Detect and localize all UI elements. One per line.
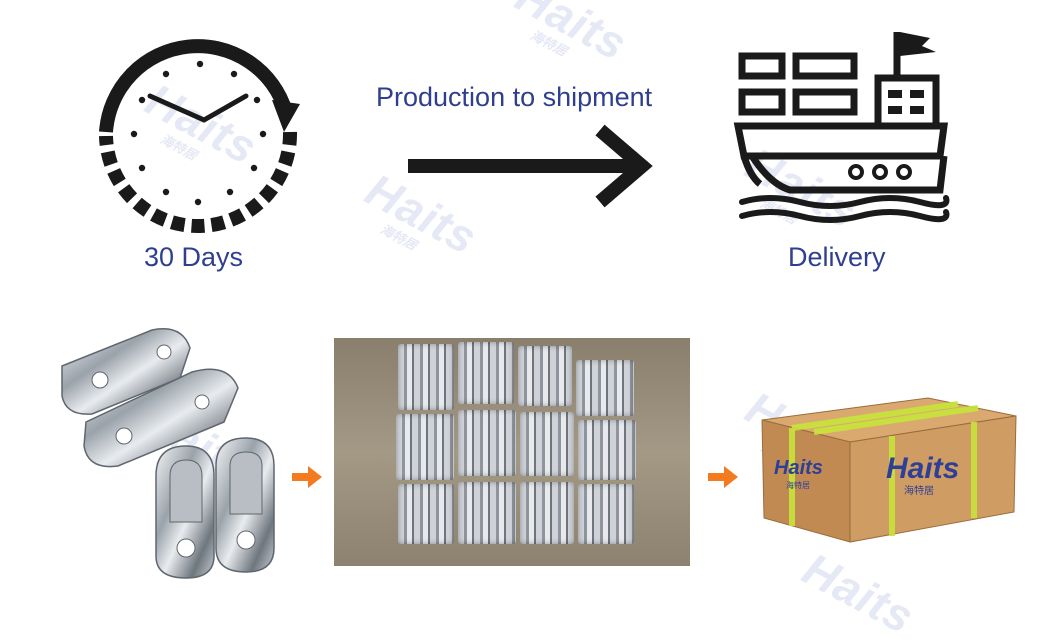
production-label: Production to shipment xyxy=(376,82,653,112)
orange-arrow-icon xyxy=(292,466,322,488)
clock-icon xyxy=(99,39,300,234)
shipping-box-image: Haits 海特居 Haits 海特居 xyxy=(761,397,1017,543)
product-brackets-image xyxy=(61,328,275,579)
packed-products-photo xyxy=(334,338,690,566)
box-brand-side: Haits 海特居 xyxy=(774,457,823,490)
watermark: Haits xyxy=(794,542,923,644)
svg-text:海特居: 海特居 xyxy=(786,480,810,490)
svg-text:Haits: Haits xyxy=(774,457,823,479)
arrow-right-icon xyxy=(408,124,653,208)
svg-text:Haits: Haits xyxy=(886,452,959,485)
ship-icon xyxy=(733,32,950,223)
svg-text:海特居: 海特居 xyxy=(904,484,934,497)
box-brand: Haits 海特居 xyxy=(886,452,959,497)
days-label: 30 Days xyxy=(144,242,244,272)
orange-arrow-icon xyxy=(708,466,738,488)
delivery-label: Delivery xyxy=(788,242,886,272)
